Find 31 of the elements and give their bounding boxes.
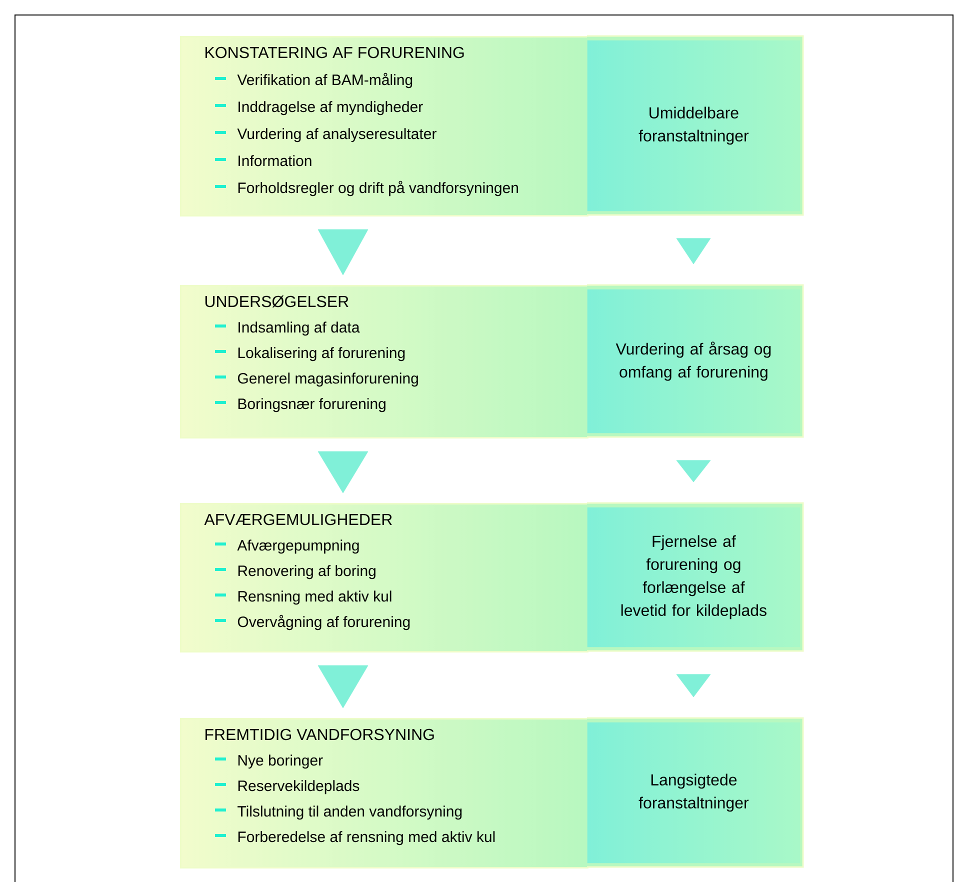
bullet-item: Lokalisering af forurening — [215, 347, 405, 362]
bullet-item: Reservekildeplads — [215, 780, 360, 794]
bullet-item: Inddragelse af myndigheder — [215, 101, 423, 116]
bullet-item: Forholdsregler og drift på vandforsyningen — [215, 180, 518, 196]
arrow — [318, 229, 368, 276]
bullet-item: Rensning med aktiv kul — [215, 590, 392, 605]
arrow — [318, 665, 368, 708]
stage-heading: UNDERSØGELSER — [205, 296, 348, 308]
bullet-item: Verifikation af BAM-måling — [215, 72, 412, 88]
result-box: Umiddelbare foranstaltninger — [587, 35, 804, 216]
arrow — [676, 238, 711, 264]
arrow — [676, 460, 711, 482]
arrow — [318, 451, 368, 494]
bullet-item: Generel magasinforurening — [215, 372, 418, 387]
bullet-item: Overvågning af forurening — [215, 614, 410, 630]
stage-heading: KONSTATERING AF FORURENING — [206, 46, 464, 58]
arrow — [676, 674, 711, 698]
bullet-item: Vurdering af analyseresultater — [215, 128, 436, 142]
bullet-item: Nye boringer — [215, 754, 323, 769]
result-box: Langsigtede foranstaltninger — [587, 717, 804, 868]
stage-heading: AFVÆRGEMULIGHEDER — [204, 514, 392, 526]
bullet-item: Indsamling af data — [215, 322, 360, 336]
bullet-item: Afværgepumpning — [215, 540, 359, 554]
bullet-item: Renovering af boring — [215, 565, 376, 580]
result-box: Fjernelse af forurening og forlængelse af levetid for kildeplads — [587, 502, 804, 652]
bullet-item: Forberedelse af rensning med aktiv kul — [215, 831, 495, 846]
bullet-item: Information — [215, 155, 312, 166]
stage-heading: FREMTIDIG VANDFORSYNING — [206, 728, 434, 740]
bullet-item: Tilslutning til anden vandforsyning — [215, 806, 462, 820]
bullet-item: Boringsnær forurening — [215, 398, 386, 412]
result-box: Vurdering af årsag og omfang af forurening — [587, 284, 804, 438]
